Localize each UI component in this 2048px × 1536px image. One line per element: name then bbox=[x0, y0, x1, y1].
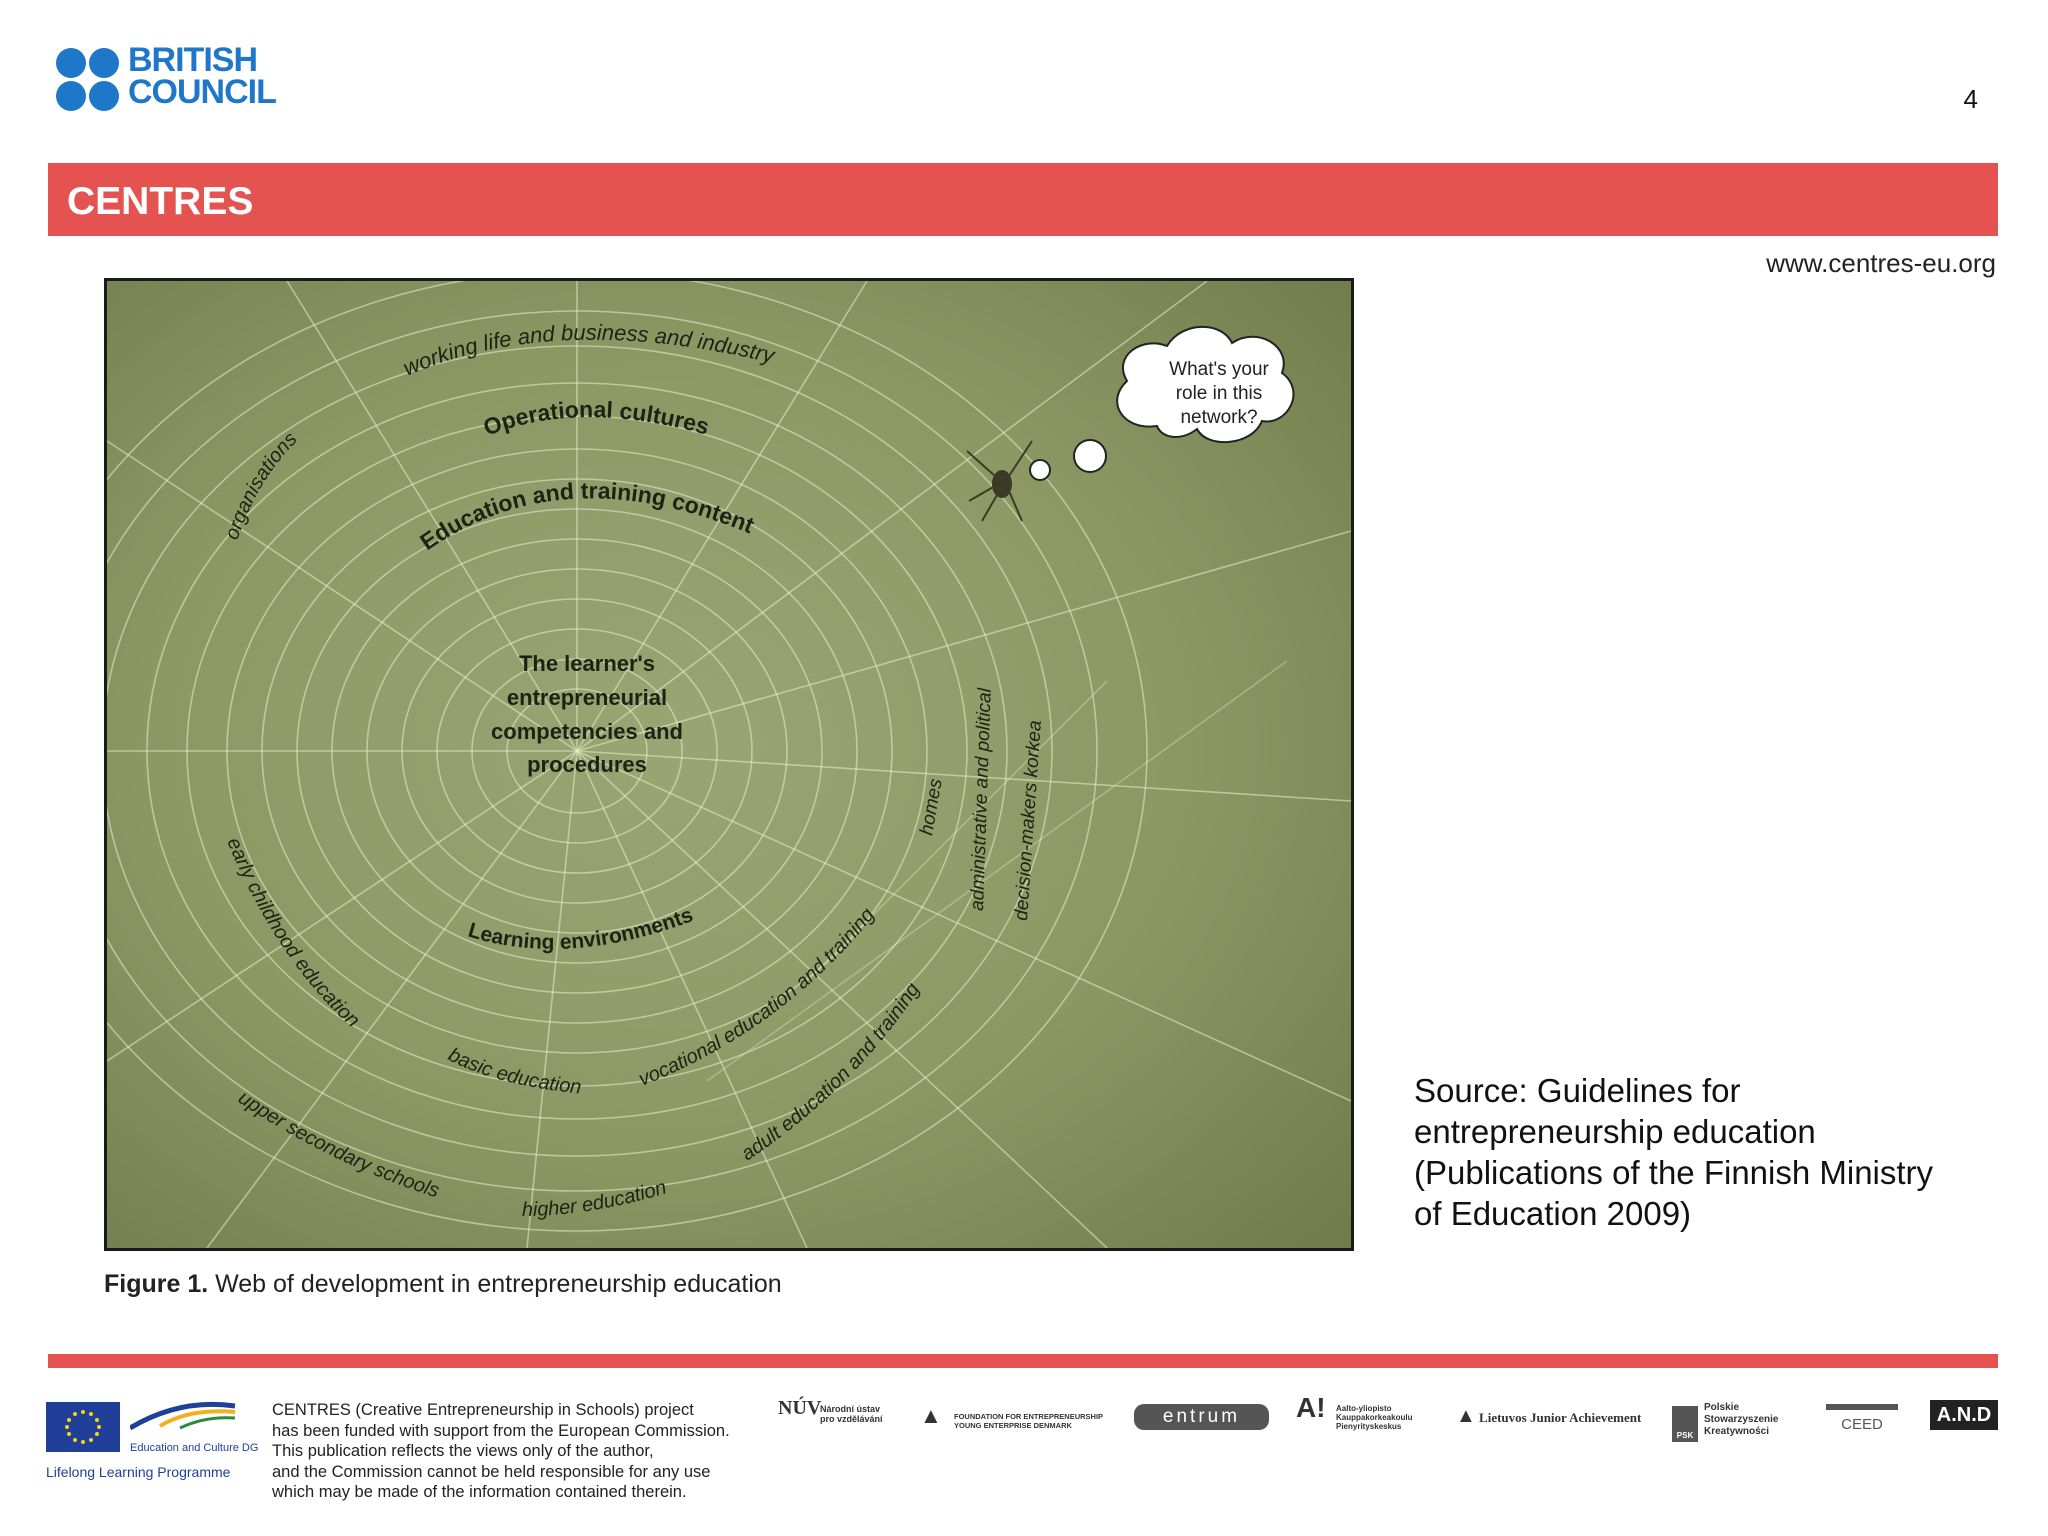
page-title: CENTRES bbox=[67, 180, 254, 223]
spider-icon bbox=[966, 440, 1033, 522]
svg-text:competencies and: competencies and bbox=[491, 719, 683, 744]
eu-dg-text: Education and Culture DG bbox=[130, 1442, 259, 1454]
eu-programme-text: Lifelong Learning Programme bbox=[46, 1464, 231, 1480]
partner-logo-ceed: CEED bbox=[1826, 1404, 1898, 1450]
funding-disclaimer: CENTRES (Creative Entrepreneurship in Sc… bbox=[272, 1401, 730, 1501]
eu-lifelong-learning-logo: Education and Culture DG Lifelong Learni… bbox=[46, 1398, 258, 1482]
thought-bubble bbox=[1029, 325, 1295, 481]
svg-text:procedures: procedures bbox=[527, 752, 647, 777]
logo-dots-icon bbox=[56, 48, 122, 114]
eu-flag-icon bbox=[46, 1402, 120, 1452]
website-url: www.centres-eu.org bbox=[1766, 248, 1996, 278]
title-banner: CENTRES bbox=[48, 163, 1998, 236]
partner-logo-lithuania: ▲ Lietuvos Junior Achievement bbox=[1456, 1405, 1642, 1427]
svg-text:The learner's: The learner's bbox=[519, 651, 655, 676]
label-learner-center: The learner's entrepreneurial competenci… bbox=[491, 651, 683, 777]
figure-caption: Figure 1. Web of development in entrepre… bbox=[104, 1270, 782, 1298]
footer-divider bbox=[48, 1354, 1998, 1368]
partner-logo-and: A.N.D bbox=[1930, 1400, 1998, 1430]
bubble-line-2: role in this bbox=[1176, 383, 1263, 404]
education-swoosh-icon bbox=[130, 1401, 236, 1431]
bubble-line-1: What's your bbox=[1169, 359, 1269, 380]
partner-logo-entrum: entrum bbox=[1134, 1404, 1269, 1430]
logo-text: BRITISH COUNCIL bbox=[128, 41, 277, 111]
spider-web-threads bbox=[107, 281, 1351, 1248]
british-council-logo: BRITISH COUNCIL bbox=[56, 41, 296, 116]
page-number: 4 bbox=[1963, 84, 1978, 114]
svg-text:entrepreneurial: entrepreneurial bbox=[507, 685, 667, 710]
source-text: Source: Guidelines for entrepreneurship … bbox=[1414, 1072, 1934, 1232]
web-figure: What's your role in this network? workin… bbox=[104, 278, 1354, 1251]
bubble-line-3: network? bbox=[1180, 407, 1257, 428]
